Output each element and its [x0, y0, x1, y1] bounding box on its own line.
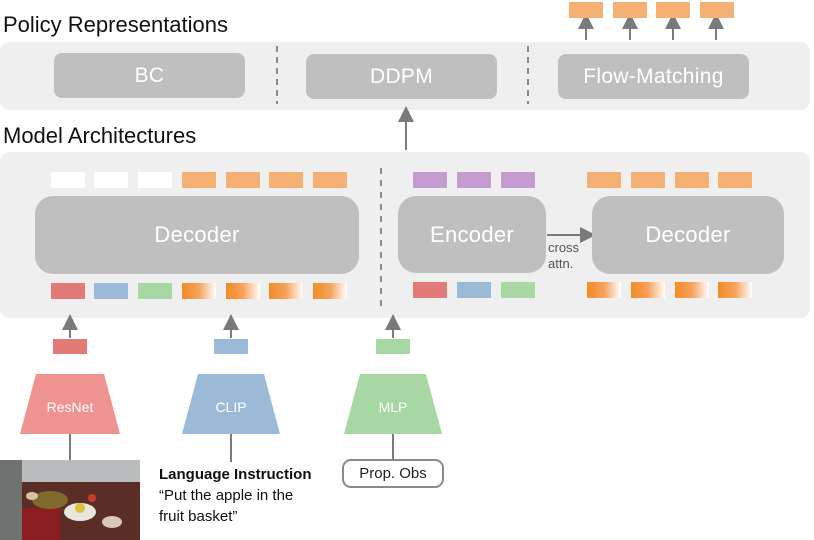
proprio-token: [138, 283, 172, 299]
instruction-line1: “Put the apple in the: [159, 487, 294, 504]
image-token: [51, 283, 85, 299]
noisy-action-token: [718, 282, 752, 298]
resnet-label: ResNet: [46, 399, 94, 415]
decoder-right-block: Decoder: [592, 196, 784, 274]
noisy-action-token: [675, 282, 709, 298]
proprio-token: [501, 282, 535, 298]
output-action-token: [613, 2, 647, 18]
resnet-feature-token: [53, 339, 87, 354]
output-action-token: [656, 2, 690, 18]
encoder-output-token: [501, 172, 535, 188]
noisy-action-token: [269, 283, 303, 299]
action-token: [631, 172, 665, 188]
bc-block: BC: [54, 53, 245, 98]
image-token: [413, 282, 447, 298]
decoder-left-block: Decoder: [35, 196, 359, 274]
resnet-encoder-shape: [20, 374, 120, 434]
noisy-action-token: [587, 282, 621, 298]
prop-obs-box: Prop. Obs: [342, 459, 444, 488]
encoder-output-token: [413, 172, 447, 188]
instruction-text: “Put the apple in the fruit basket”: [159, 485, 293, 527]
instruction-title: Language Instruction: [159, 466, 312, 483]
cross-attn-label: cross attn.: [548, 240, 579, 272]
cross-attn-line2: attn.: [548, 256, 574, 271]
cross-attn-line1: cross: [548, 240, 580, 255]
policy-heading: Policy Representations: [3, 12, 229, 37]
ddpm-block: DDPM: [306, 54, 497, 99]
action-token: [587, 172, 621, 188]
flow-matching-block: Flow-Matching: [558, 54, 749, 99]
action-token: [718, 172, 752, 188]
encoder-block: Encoder: [398, 196, 546, 273]
arch-heading: Model Architectures: [3, 123, 197, 148]
padding-token: [94, 172, 128, 188]
mlp-label: MLP: [378, 399, 408, 415]
action-token: [675, 172, 709, 188]
language-token: [94, 283, 128, 299]
instruction-line2: fruit basket”: [159, 508, 238, 525]
action-token: [313, 172, 347, 188]
action-token: [269, 172, 303, 188]
camera-observation-image: [0, 460, 140, 540]
mlp-encoder-shape: [344, 374, 442, 434]
noisy-action-token: [313, 283, 347, 299]
action-token: [226, 172, 260, 188]
clip-feature-token: [214, 339, 248, 354]
encoder-output-token: [457, 172, 491, 188]
clip-encoder-shape: [182, 374, 280, 434]
padding-token: [138, 172, 172, 188]
clip-label: CLIP: [215, 399, 247, 415]
noisy-action-token: [182, 283, 216, 299]
noisy-action-token: [631, 282, 665, 298]
padding-token: [51, 172, 85, 188]
output-action-token: [569, 2, 603, 18]
output-action-token: [700, 2, 734, 18]
language-token: [457, 282, 491, 298]
action-token: [182, 172, 216, 188]
noisy-action-token: [226, 283, 260, 299]
mlp-feature-token: [376, 339, 410, 354]
